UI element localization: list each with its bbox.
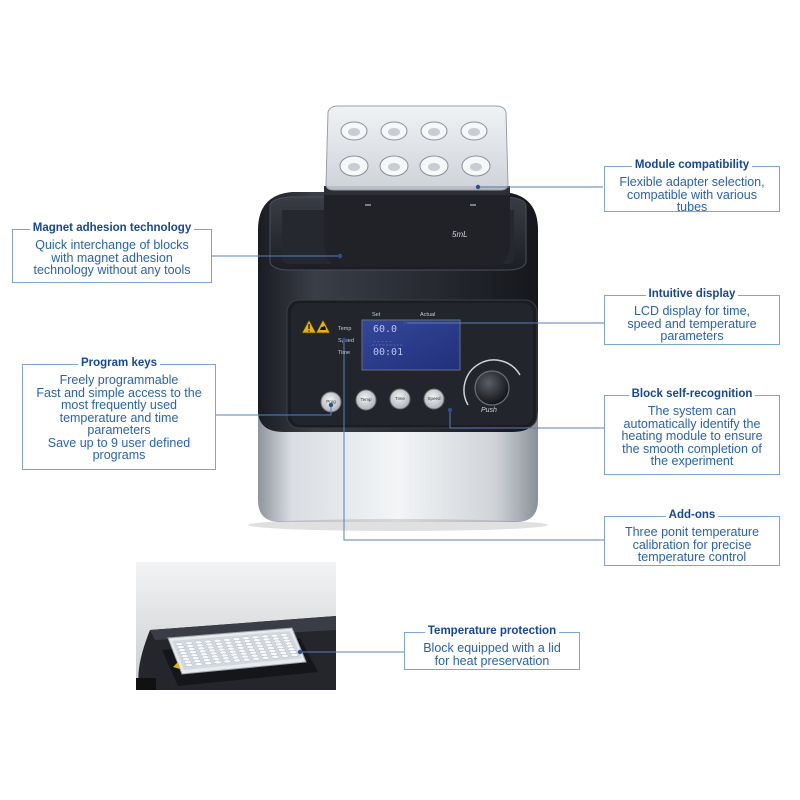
button-label-time: Time: [395, 396, 405, 401]
lcd-temp-value: 60.0: [373, 324, 398, 335]
callout-title: Module compatibility: [604, 158, 780, 172]
lcd-screen: [361, 319, 461, 371]
plate-well: [271, 655, 280, 659]
plate-well: [281, 654, 289, 658]
plate-well: [290, 653, 299, 657]
plate-well: [261, 656, 270, 660]
callout-intuitive-display: Intuitive display LCD display for time, …: [604, 288, 780, 345]
plate-well: [252, 656, 260, 661]
callout-module-compatibility: Module compatibility Flexible adapter se…: [604, 159, 780, 214]
plate-well: [194, 662, 203, 666]
plate-well: [185, 663, 193, 667]
plate-well: [223, 659, 232, 664]
lcd-time-value: 00:01: [373, 347, 404, 358]
callout-add-ons: Add-ons Three ponit temperature calibrat…: [604, 509, 780, 566]
callout-body: Flexible adapter selection, compatible w…: [619, 175, 765, 214]
callout-block-self-recognition: Block self-recognition The system can au…: [604, 388, 780, 475]
callout-program-keys: Program keys Freely programmable Fast an…: [22, 357, 216, 470]
flame-icon: [173, 662, 180, 669]
lcd-speed-value: -----: [373, 339, 394, 345]
button-label-prog: Prog: [326, 399, 336, 404]
button-time[interactable]: [389, 388, 411, 410]
callout-temperature-protection: Temperature protection Block equipped wi…: [404, 625, 580, 670]
callout-magnet-adhesion: Magnet adhesion technology Quick interch…: [12, 222, 212, 283]
plate-well: [204, 661, 213, 666]
button-speed[interactable]: [423, 388, 445, 410]
plate-well: [242, 657, 251, 662]
lcd-row-temp: Temp: [338, 326, 352, 332]
control-knob[interactable]: [474, 370, 510, 406]
hot-surface-icon: [315, 319, 331, 334]
warning-icon: [301, 319, 317, 334]
lcd-header-set: Set: [372, 312, 381, 318]
lcd-header-actual: Actual: [420, 312, 436, 318]
button-temp[interactable]: [355, 389, 377, 411]
button-label-temp: Temp: [360, 397, 372, 402]
knob-label: Push: [481, 407, 497, 414]
button-label-speed: Speed: [427, 396, 441, 401]
plate-well: [233, 658, 241, 663]
block-label: 5mL: [452, 230, 468, 239]
plate-well: [213, 660, 222, 665]
